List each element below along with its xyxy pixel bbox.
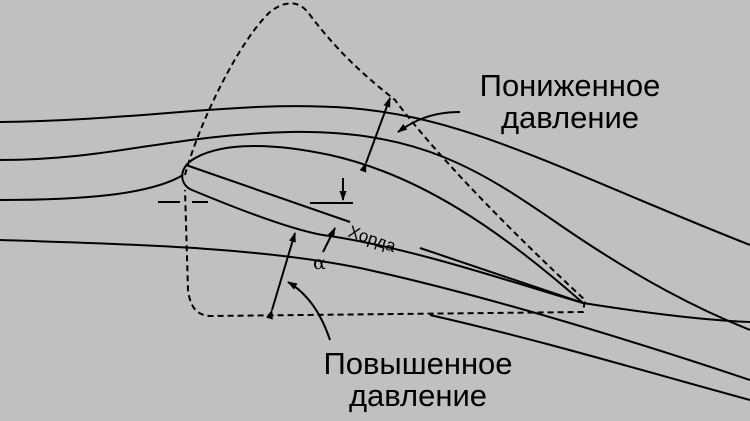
low-pressure-label-line2: давление — [500, 100, 640, 135]
pressure-envelope — [184, 2, 587, 318]
low-pressure-label: Пониженное давление — [455, 70, 685, 134]
airfoil — [181, 144, 584, 304]
chord-line — [185, 164, 584, 304]
high-pressure-label-line2: давление — [348, 378, 488, 413]
high-pressure-arrow — [266, 232, 296, 320]
high-pressure-leader — [287, 281, 331, 341]
angle-of-attack-label: α — [313, 252, 326, 274]
streamline-3 — [0, 174, 184, 201]
streamline-4 — [0, 239, 750, 381]
streamline-bottom — [429, 314, 750, 401]
low-pressure-arrow — [359, 97, 391, 173]
low-pressure-label-line1: Пониженное — [479, 68, 661, 103]
high-pressure-label-line1: Повышенное — [323, 346, 513, 381]
low-pressure-leader — [397, 111, 461, 133]
high-pressure-label: Повышенное давление — [283, 348, 553, 412]
streamline-2 — [0, 130, 750, 331]
streamline-trailing — [582, 302, 750, 323]
streamline-1 — [0, 105, 750, 246]
angle-arc-arrow — [322, 227, 336, 253]
